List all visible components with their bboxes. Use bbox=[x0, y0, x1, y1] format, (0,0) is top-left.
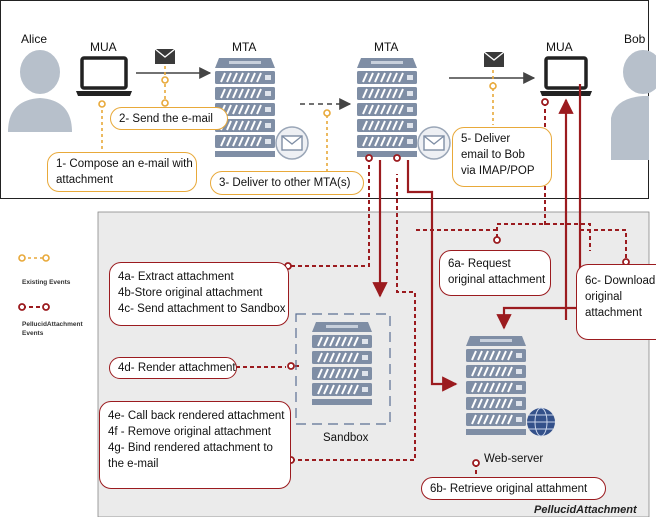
alice-label: Alice bbox=[21, 32, 48, 46]
step-6c-line: original bbox=[585, 291, 623, 303]
step-1-box: 1- Compose an e-mail with attachment bbox=[47, 152, 197, 192]
alice-icon bbox=[8, 50, 72, 132]
sandbox-server-icon bbox=[311, 322, 373, 405]
step-4abc-box: 4a- Extract attachment 4b-Store original… bbox=[109, 262, 289, 326]
mta-label: MTA bbox=[374, 40, 399, 54]
webserver-icon bbox=[465, 336, 527, 435]
step-4g-line: the e-mail bbox=[108, 458, 159, 470]
step-4e-line: 4e- Call back rendered attachment bbox=[108, 410, 285, 422]
step-3-text: 3- Deliver to other MTA(s) bbox=[219, 177, 351, 189]
step-3-box: 3- Deliver to other MTA(s) bbox=[210, 171, 364, 195]
step-6b-box: 6b- Retrieve original attahment bbox=[421, 477, 606, 500]
sandbox-label: Sandbox bbox=[323, 432, 369, 444]
step-4f-line: 4f - Remove original attachment bbox=[108, 426, 271, 438]
step-4d-text: 4d- Render attachment bbox=[118, 362, 236, 374]
step-4a-line: 4a- Extract attachment bbox=[118, 271, 234, 283]
step-6c-box: 6c- Download original attachment bbox=[576, 264, 656, 340]
step-6a-box: 6a- Request original attachment bbox=[439, 250, 551, 296]
legend-pellucid-icon bbox=[18, 303, 50, 311]
step-6c-line: 6c- Download bbox=[585, 275, 656, 287]
mua-label: MUA bbox=[90, 40, 117, 54]
mta-server-icon bbox=[356, 58, 418, 157]
step-6a-line: 6a- Request bbox=[448, 258, 511, 270]
mta-server-icon bbox=[214, 58, 276, 157]
sandbox-frame bbox=[295, 313, 391, 425]
laptop-icon bbox=[76, 56, 132, 96]
step-4efg-box: 4e- Call back rendered attachment 4f - R… bbox=[99, 401, 291, 489]
step-4d-box: 4d- Render attachment bbox=[109, 357, 237, 379]
mail-badge-icon bbox=[417, 126, 451, 160]
step-4b-line: 4b-Store original attachment bbox=[118, 287, 263, 299]
step-5-line: via IMAP/POP bbox=[461, 165, 535, 177]
bob-icon bbox=[611, 50, 656, 160]
legend-existing-icon bbox=[18, 254, 50, 262]
step-5-box: 5- Deliver email to Bob via IMAP/POP bbox=[452, 127, 552, 187]
webserver-label: Web-server bbox=[484, 453, 544, 465]
envelope-icon bbox=[483, 51, 505, 67]
step-5-line: email to Bob bbox=[461, 149, 525, 161]
legend-pellucid-line: Events bbox=[22, 330, 44, 337]
step-2-text: 2- Send the e-mail bbox=[119, 113, 213, 125]
step-4c-line: 4c- Send attachment to Sandbox bbox=[118, 303, 286, 315]
legend-existing-label: Existing Events bbox=[22, 279, 71, 286]
mua-label: MUA bbox=[546, 40, 573, 54]
step-2-box: 2- Send the e-mail bbox=[110, 107, 228, 130]
envelope-icon bbox=[154, 48, 176, 64]
legend-pellucid-line: PellucidAttachment bbox=[22, 321, 83, 328]
mail-badge-icon bbox=[275, 126, 309, 160]
brand-label: PellucidAttachment bbox=[534, 504, 637, 516]
mta-label: MTA bbox=[232, 40, 257, 54]
step-5-line: 5- Deliver bbox=[461, 133, 511, 145]
step-4g-line: 4g- Bind rendered attachment to bbox=[108, 442, 273, 454]
globe-icon bbox=[527, 407, 555, 437]
legend-pellucid-label: PellucidAttachment Events bbox=[22, 320, 83, 338]
step-6b-text: 6b- Retrieve original attahment bbox=[430, 483, 588, 495]
step-6c-line: attachment bbox=[585, 307, 642, 319]
bob-label: Bob bbox=[624, 32, 646, 46]
step-1-line: attachment bbox=[56, 174, 113, 186]
step-6a-line: original attachment bbox=[448, 274, 546, 286]
step-1-line: 1- Compose an e-mail with bbox=[56, 158, 193, 170]
